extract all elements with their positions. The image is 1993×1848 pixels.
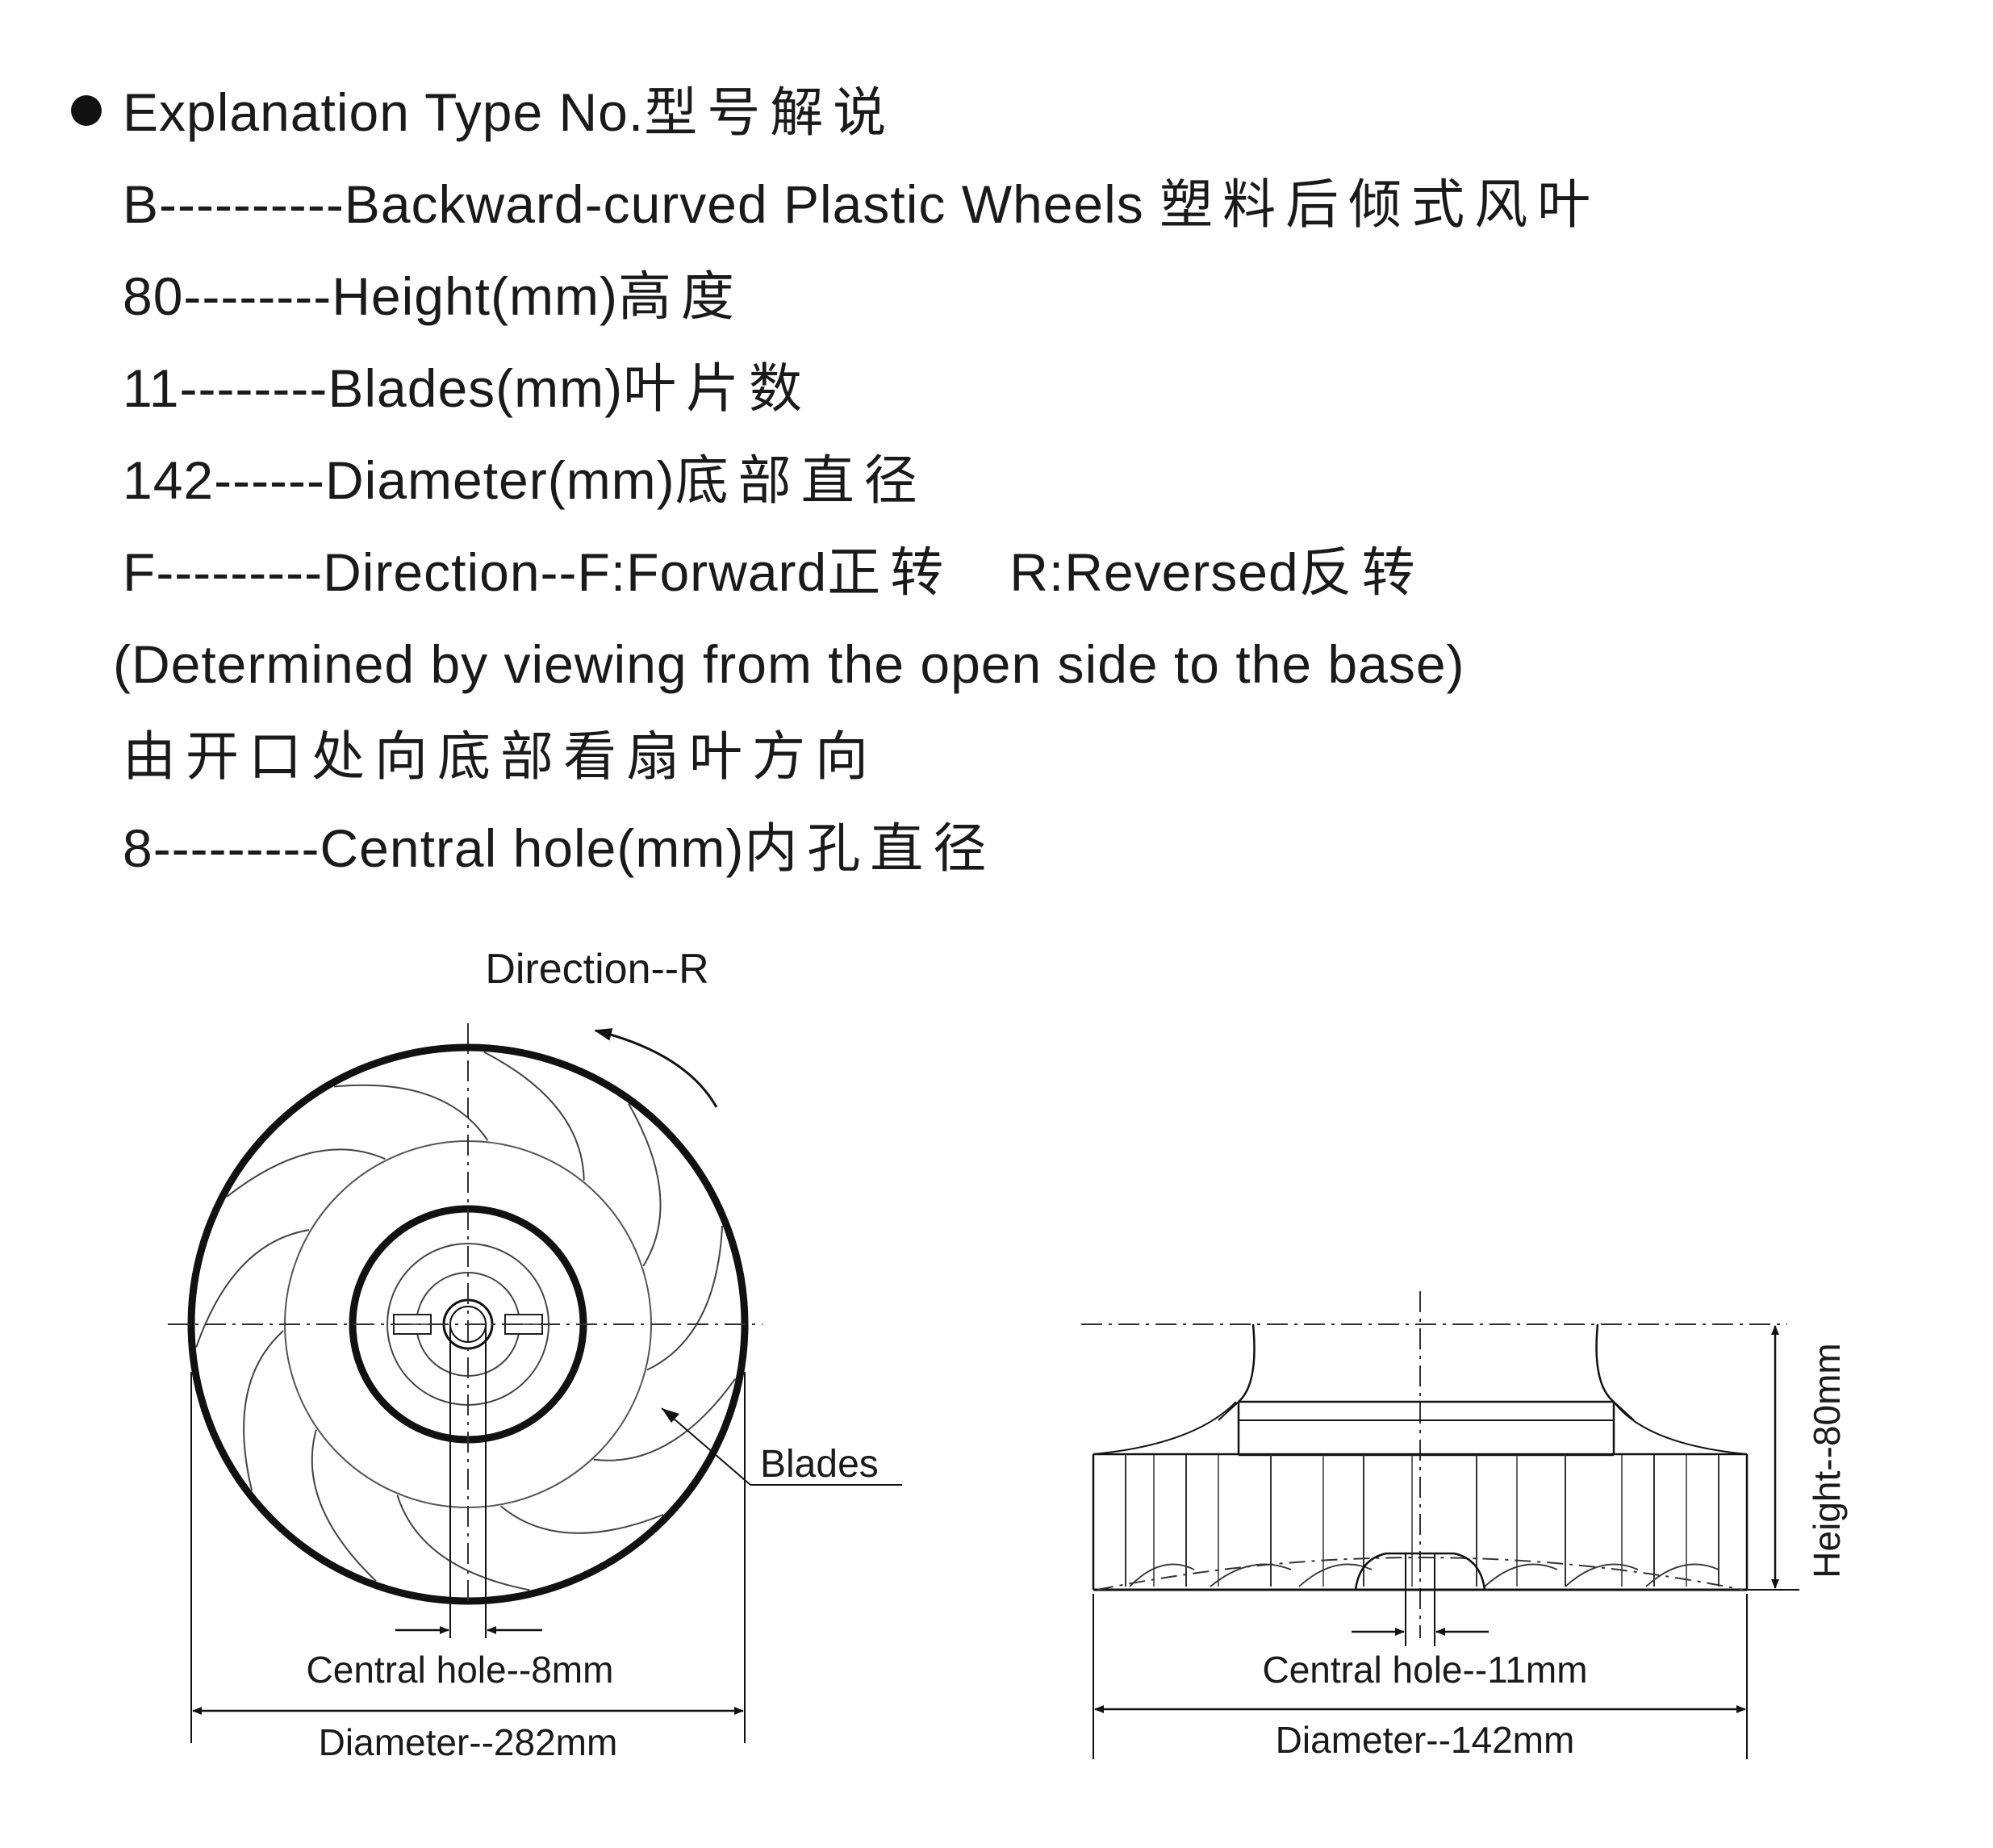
blades-group bbox=[195, 1051, 736, 1591]
spec-line-blades: 11--------Blades(mm)叶片数 bbox=[123, 358, 813, 418]
blade-3 bbox=[499, 1505, 664, 1534]
side-blades-group bbox=[1125, 1455, 1719, 1587]
blade-6 bbox=[243, 1330, 284, 1491]
height-label: Height--80mm bbox=[1806, 1343, 1848, 1578]
side-blade-curve-2 bbox=[1210, 1563, 1292, 1587]
spec-line-diameter: 142------Diameter(mm)底部直径 bbox=[123, 450, 927, 510]
central-hole-label-top: Central hole--8mm bbox=[307, 1649, 614, 1691]
heading-cn: 型号解说 bbox=[644, 82, 896, 142]
spec-line-hole: 8---------Central hole(mm)内孔直径 bbox=[123, 818, 996, 878]
base-dashdot-arc bbox=[1097, 1557, 1744, 1591]
bullet-icon bbox=[71, 95, 102, 126]
spec-line-note: (Determined by viewing from the open sid… bbox=[113, 634, 1465, 694]
diameter-label-top: Diameter--282mm bbox=[319, 1721, 618, 1763]
inlet-curve-right bbox=[1595, 1323, 1615, 1403]
top-view: Direction--R Central hole--8mm bbox=[168, 946, 902, 1763]
side-view: Central hole--11mm Diameter--142mm Heigh… bbox=[1081, 1291, 1848, 1761]
side-blade-curve-4 bbox=[1484, 1563, 1558, 1587]
spec-heading: Explanation Type No.型号解说 bbox=[123, 86, 896, 139]
spec-line-height: 80--------Height(mm)高度 bbox=[123, 266, 744, 326]
spec-line-b: B----------Backward-curved Plastic Wheel… bbox=[123, 174, 1601, 234]
hub-boss-side bbox=[1354, 1552, 1486, 1591]
blades-label: Blades bbox=[760, 1443, 879, 1486]
blade-8 bbox=[226, 1148, 386, 1198]
central-hole-label-side: Central hole--11mm bbox=[1262, 1649, 1587, 1691]
blade-9 bbox=[334, 1084, 489, 1141]
heading-text: Explanation Type No. bbox=[123, 82, 645, 142]
rotation-arrow-icon bbox=[594, 1028, 718, 1108]
shroud-sweep-right bbox=[1613, 1401, 1748, 1455]
blade-7 bbox=[195, 1229, 310, 1348]
blade-4 bbox=[396, 1495, 530, 1591]
side-blade-curve-3 bbox=[1298, 1563, 1373, 1587]
shroud-sweep-left bbox=[1093, 1401, 1237, 1455]
direction-label: Direction--R bbox=[485, 946, 708, 993]
blades-leader-line bbox=[661, 1407, 751, 1486]
spec-line-note-cn: 由开口处向底部看扇叶方向 bbox=[123, 726, 878, 786]
blade-5 bbox=[311, 1429, 377, 1582]
blade-1 bbox=[646, 1225, 724, 1371]
type-explanation: Explanation Type No.型号解说 B----------Back… bbox=[0, 0, 1993, 904]
blades-leader-arrow-icon bbox=[662, 1408, 679, 1423]
diameter-label-side: Diameter--142mm bbox=[1276, 1719, 1575, 1761]
blade-11 bbox=[628, 1103, 662, 1267]
side-blade-curve-1 bbox=[1129, 1563, 1195, 1587]
side-blade-curve-6 bbox=[1645, 1563, 1719, 1587]
blade-2 bbox=[593, 1378, 736, 1461]
inlet-curve-left bbox=[1238, 1323, 1256, 1403]
side-blade-curve-5 bbox=[1565, 1563, 1639, 1587]
blade-10 bbox=[483, 1051, 585, 1181]
